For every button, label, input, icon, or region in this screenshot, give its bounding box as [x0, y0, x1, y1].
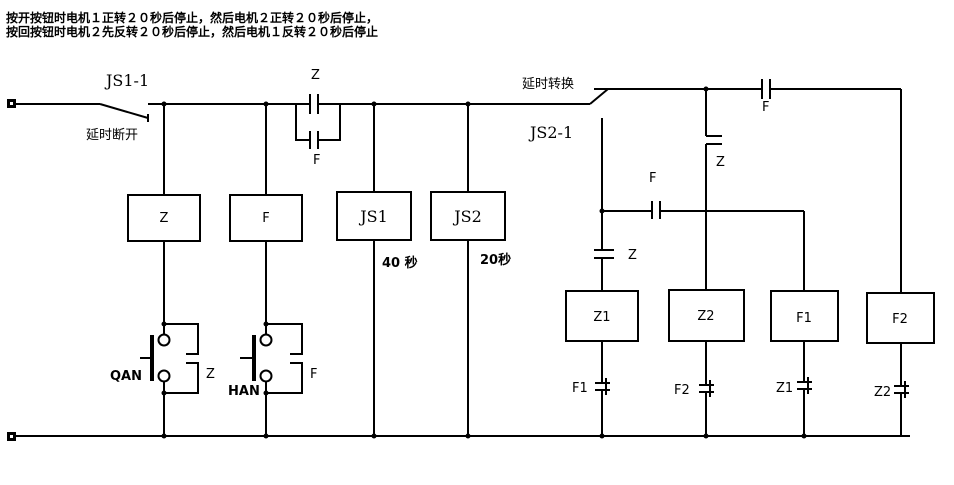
coil-f2 — [866, 292, 935, 344]
z1-contact-label: Z1 — [776, 381, 793, 396]
coil-f-label: F — [262, 211, 269, 226]
coil-z1 — [565, 290, 639, 342]
z-lower-label: Z — [628, 248, 637, 263]
js1-1-switch-blade — [99, 103, 149, 119]
qan-z-label: Z — [206, 367, 215, 382]
coil-f1-label: F1 — [796, 311, 812, 326]
qan-terminal-bottom — [157, 369, 171, 383]
f-hold-contact — [266, 323, 303, 355]
js1-1-label: JS1-1 — [104, 71, 149, 90]
timer-js1 — [336, 191, 412, 241]
coil-z-label: Z — [160, 211, 169, 226]
description-line-1: 按开按钮时电机１正转２０秒后停止，然后电机２正转２０秒后停止， — [6, 10, 378, 25]
coil-f1 — [770, 290, 839, 342]
han-terminal-top — [259, 333, 273, 347]
z-mid-label: Z — [716, 155, 725, 170]
z-hold-contact — [164, 323, 199, 355]
qan-terminal-top — [157, 333, 171, 347]
js1-time-label: 40 秒 — [382, 255, 418, 271]
js2-1-note: 延时转换 — [522, 77, 574, 92]
coil-z1-label: Z1 — [593, 310, 610, 325]
js2-1-switch-blade — [589, 88, 609, 105]
z-top-label: Z — [311, 68, 320, 83]
han-terminal-bottom — [259, 369, 273, 383]
js2-1-label: JS2-1 — [528, 123, 573, 142]
han-label: HAN — [228, 384, 260, 399]
qan-label: QAN — [110, 369, 142, 384]
coil-f2-label: F2 — [892, 312, 908, 327]
coil-f — [229, 194, 303, 242]
f1-contact-label: F1 — [572, 381, 588, 396]
js1-1-note: 延时断开 — [86, 128, 138, 143]
f-mid-label: F — [649, 171, 656, 186]
han-f-label: F — [310, 367, 317, 382]
timer-js2-label: JS2 — [452, 207, 482, 226]
timer-js1-label: JS1 — [358, 207, 388, 226]
z2-contact-label: Z2 — [874, 385, 891, 400]
f-top-label: F — [313, 153, 320, 168]
description-line-2: 按回按钮时电机２先反转２０秒后停止，然后电机１反转２０秒后停止 — [6, 24, 378, 39]
f2-contact-label: F2 — [674, 383, 690, 398]
f-right-label: F — [762, 100, 769, 115]
js2-time-label: 20秒 — [480, 252, 511, 268]
timer-js2 — [430, 191, 506, 241]
coil-z2-label: Z2 — [697, 309, 714, 324]
